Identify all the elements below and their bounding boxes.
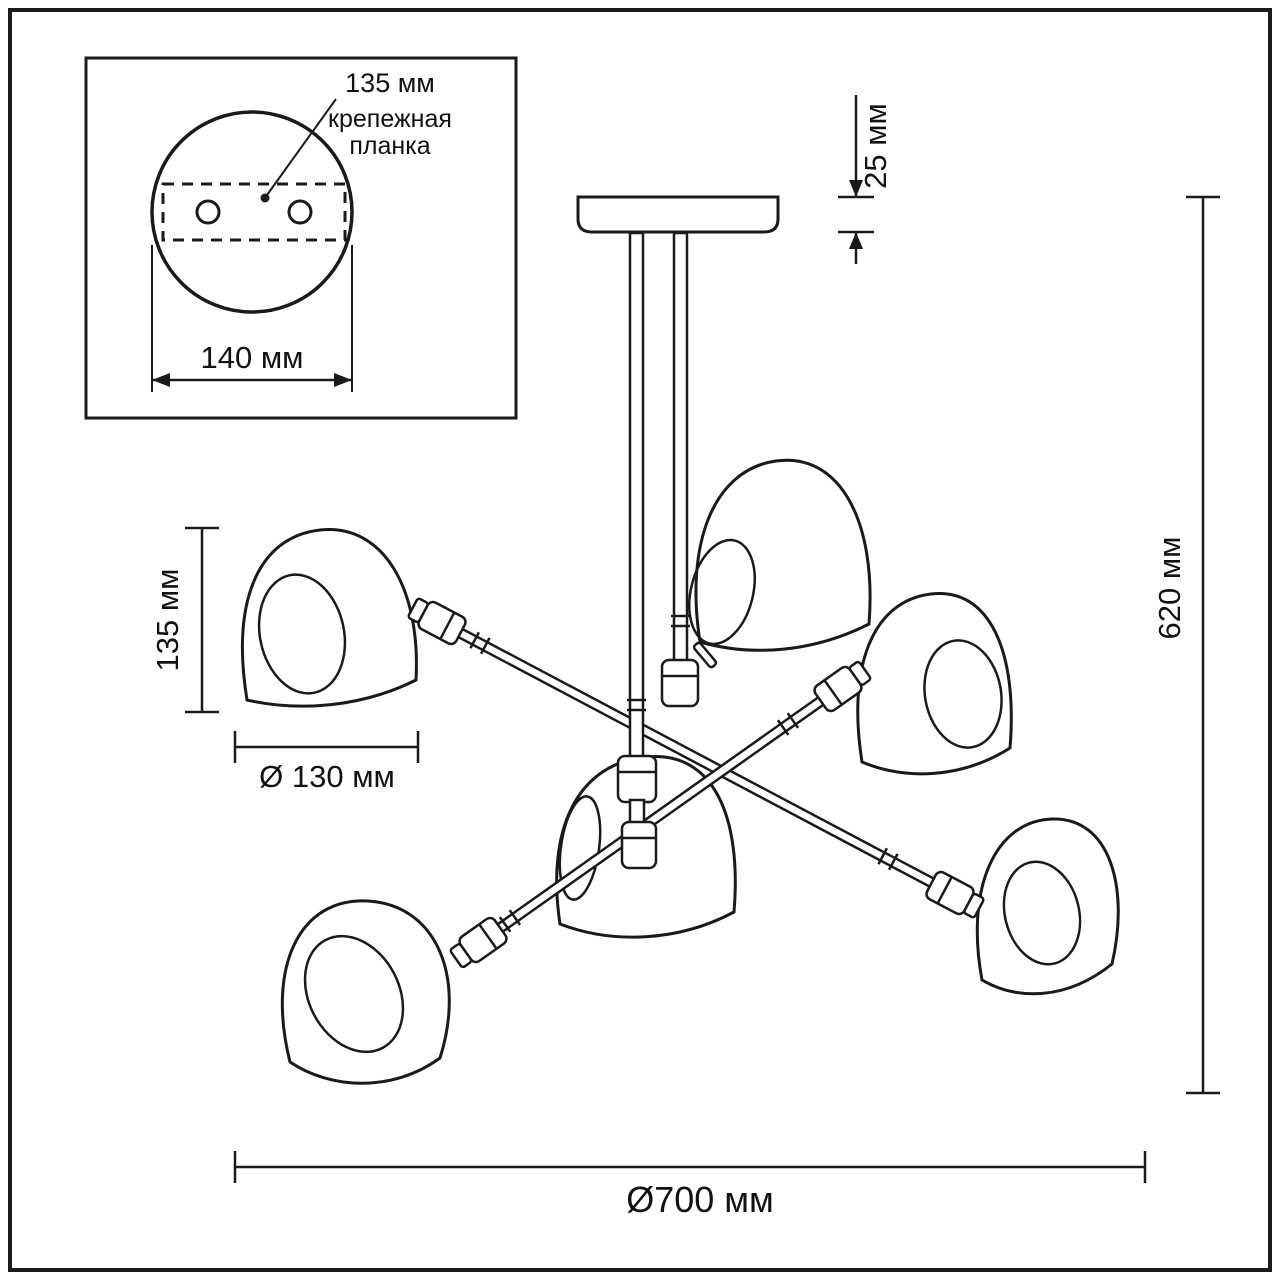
shade-center-opening bbox=[558, 795, 602, 901]
shade-left-body bbox=[240, 528, 418, 708]
plate-label-line2: планка bbox=[349, 132, 430, 160]
leader-dot bbox=[260, 193, 270, 203]
dim-plate-width: 140 мм bbox=[151, 245, 353, 392]
inset-box bbox=[84, 56, 518, 420]
mount-hole-right bbox=[287, 199, 313, 225]
shade-left bbox=[240, 528, 418, 708]
joint-left-shade bbox=[407, 597, 467, 646]
dim-shade-diameter: Ø 130 мм bbox=[233, 731, 420, 794]
border-frame bbox=[8, 8, 1272, 1272]
stem-left bbox=[628, 231, 645, 762]
leader-line bbox=[266, 98, 337, 196]
arm-b-connector-2 bbox=[776, 712, 800, 736]
pivot-top-shade bbox=[660, 641, 718, 708]
shade-right bbox=[856, 592, 1013, 776]
plate-width-label: 140 мм bbox=[201, 340, 304, 375]
mount-plate-dashed-outline bbox=[161, 182, 347, 242]
dim-arrow-up bbox=[849, 232, 863, 249]
ceiling-canopy bbox=[576, 195, 780, 234]
chandelier-drawing bbox=[240, 195, 1120, 1085]
shade-top-opening bbox=[688, 538, 756, 646]
central-hub bbox=[616, 754, 658, 870]
canopy-height-label: 25 мм bbox=[858, 103, 893, 189]
plate-label-line1: крепежная bbox=[328, 105, 452, 133]
hub-rod bbox=[628, 798, 646, 826]
shade-right-opening bbox=[923, 639, 1003, 749]
shade-bottom-left bbox=[280, 899, 451, 1085]
arm-a-connector-1 bbox=[469, 631, 491, 655]
joint-bottom-left-shade bbox=[449, 916, 508, 969]
overall-height-label: 620 мм bbox=[1152, 537, 1187, 640]
shade-bottom-left-body bbox=[280, 899, 451, 1085]
dim-arrow-down bbox=[849, 180, 863, 197]
shade-bottom-right-opening bbox=[1002, 860, 1082, 966]
dim-arrow-left bbox=[152, 373, 170, 387]
stem-right-connector bbox=[671, 614, 690, 628]
stem-left-connector bbox=[627, 698, 646, 712]
shade-top-body bbox=[694, 458, 872, 652]
dim-canopy-height: 25 мм bbox=[838, 95, 893, 264]
shade-bottom-left-opening bbox=[303, 934, 405, 1054]
dim-overall-height: 620 мм bbox=[1152, 195, 1220, 1095]
dim-overall-diameter: Ø700 мм bbox=[233, 1151, 1147, 1220]
dim-arrow-right bbox=[334, 373, 352, 387]
shade-height-label: 135 мм bbox=[150, 569, 185, 672]
mount-hole-left bbox=[195, 199, 221, 225]
overall-diameter-label: Ø700 мм bbox=[626, 1179, 774, 1220]
joint-right-shade bbox=[813, 660, 872, 713]
shade-right-body bbox=[856, 592, 1013, 776]
mount-plate-inset: 135 мм крепежная планка 140 мм bbox=[84, 56, 518, 420]
joint-bottom-right-shade bbox=[925, 870, 985, 919]
shade-bottom-right bbox=[975, 817, 1120, 996]
arm-a-connector-2 bbox=[877, 847, 899, 871]
canopy-top-view-circle bbox=[150, 110, 354, 314]
shade-bottom-right-body bbox=[975, 817, 1120, 996]
shade-left-opening bbox=[257, 573, 347, 695]
hub-sleeve-upper bbox=[616, 754, 658, 804]
arm-b-connector-1 bbox=[498, 909, 522, 933]
stem-right bbox=[672, 231, 689, 667]
dim-shade-height: 135 мм bbox=[150, 526, 219, 714]
hub-sleeve-lower bbox=[620, 820, 658, 870]
hole-spacing-label: 135 мм bbox=[345, 68, 435, 98]
shade-top bbox=[688, 458, 872, 652]
shade-diameter-label: Ø 130 мм bbox=[259, 759, 395, 794]
